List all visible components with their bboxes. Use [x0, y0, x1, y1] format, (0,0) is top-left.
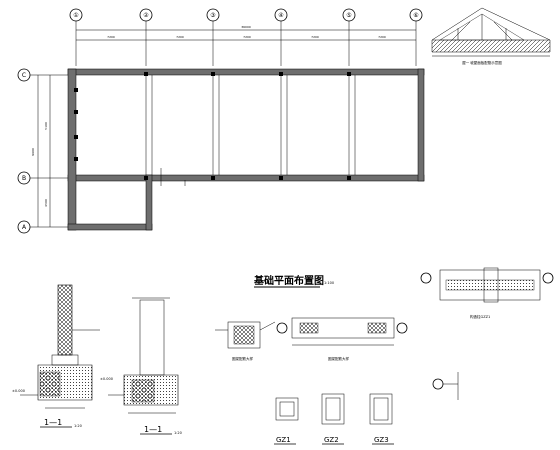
section-2-scale: 1:20 — [174, 431, 182, 435]
beam-detail-2-bubble-left — [276, 322, 288, 334]
gz1-detail: GZ1 — [274, 397, 299, 445]
gz3-detail: GZ3 — [369, 393, 394, 445]
top-axis-bubbles: ① ② ③ ④ ⑤ ⑥ — [69, 8, 423, 22]
roof-detail-caption: 屋一 坡屋面板配筋示意图 — [462, 60, 502, 65]
gz-columns: GZ1 GZ2 GZ3 — [274, 393, 394, 445]
gzz1-lower-bubble — [432, 378, 444, 390]
column-markers — [74, 72, 351, 186]
top-dimensions: 36000 7200 7200 7200 7200 7200 — [75, 21, 417, 66]
section-2-label: 1—1 — [144, 425, 162, 434]
plan-title-block: 基础平面布置图 1:100 — [253, 274, 334, 288]
axis-label-1: ① — [73, 12, 78, 19]
beam-detail-2-caption: 圈梁配筋大样 — [328, 356, 349, 361]
bay-dim-1: 7200 — [107, 35, 115, 39]
interior-axis-lines — [145, 75, 356, 175]
beam-detail-2-bubble-right — [396, 322, 408, 334]
overall-dimension: 36000 — [241, 25, 251, 29]
beam-detail-1: 圈梁配筋大样 — [215, 321, 276, 361]
left-axis-bubbles: C B A — [17, 68, 31, 234]
section-2-detail: ±0.000 1—1 1:20 — [100, 297, 182, 435]
left-dim-1: 5100 — [44, 122, 48, 130]
bay-dim-5: 7200 — [378, 35, 386, 39]
bay-dim-4: 7200 — [311, 35, 319, 39]
axis-label-6: ⑥ — [413, 12, 418, 19]
section-1-detail: ±0.000 1—1 1:20 — [12, 284, 100, 428]
plan-scale: 1:100 — [324, 281, 334, 285]
total-left-dimension: 9600 — [31, 148, 35, 156]
roof-detail: 屋一 坡屋面板配筋示意图 — [431, 7, 551, 65]
gzz1-bubble-right — [542, 272, 554, 284]
gz2-label: GZ2 — [324, 436, 339, 444]
axis-label-a: A — [22, 224, 27, 231]
plan-title: 基础平面布置图 — [253, 274, 324, 287]
gzz1-detail: 构造柱GZZ1 — [420, 267, 554, 400]
axis-label-b: B — [22, 175, 26, 182]
section-1-scale: 1:20 — [74, 424, 82, 428]
bay-dim-3: 7200 — [243, 35, 251, 39]
gz2-detail: GZ2 — [321, 393, 345, 445]
section-1-elevation: ±0.000 — [12, 389, 25, 393]
foundation-plan: ① ② ③ ④ ⑤ ⑥ 36000 7200 7200 7200 — [17, 8, 425, 234]
beam-detail-1-caption: 圈梁配筋大样 — [232, 356, 253, 361]
axis-label-c: C — [22, 72, 26, 79]
section-2-elevation: ±0.000 — [100, 377, 113, 381]
axis-label-3: ③ — [210, 12, 215, 19]
axis-label-4: ④ — [278, 12, 283, 19]
gz1-label: GZ1 — [276, 436, 291, 444]
beam-detail-2: 圈梁配筋大样 — [276, 317, 408, 361]
foundation-walls — [67, 68, 425, 231]
gzz1-caption: 构造柱GZZ1 — [470, 314, 490, 319]
section-1-label: 1—1 — [44, 418, 62, 427]
gzz1-bubble-left — [420, 272, 432, 284]
gz3-label: GZ3 — [374, 436, 389, 444]
axis-label-5: ⑤ — [346, 12, 351, 19]
left-dim-2: 4500 — [44, 199, 48, 207]
axis-label-2: ② — [143, 12, 149, 19]
bay-dim-2: 7200 — [176, 35, 184, 39]
